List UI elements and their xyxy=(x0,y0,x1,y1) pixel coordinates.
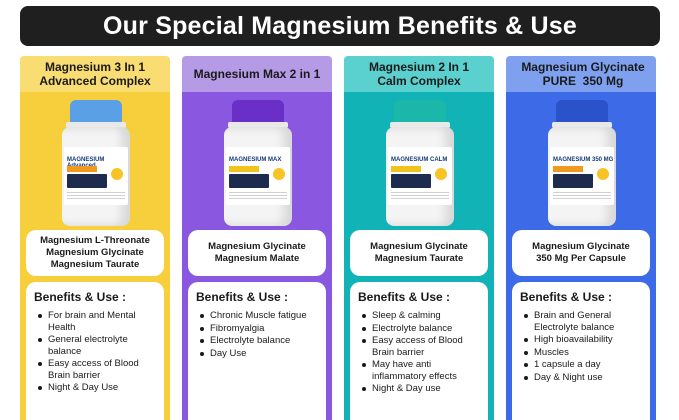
benefits-title: Benefits & Use : xyxy=(196,290,289,304)
ingredient-name: Magnesium L-Threonate xyxy=(40,235,150,246)
product-heading-line: Magnesium 2 In 1 xyxy=(368,60,470,74)
product-heading-line: Magnesium 3 In 1 xyxy=(44,60,146,74)
bottle-badge-icon xyxy=(110,167,124,181)
ingredient-name: Magnesium Glycinate xyxy=(208,241,306,252)
benefits-box: Benefits & Use : For brain and Mental He… xyxy=(26,282,164,420)
bottle-label-title: MAGNESIUM 350 MG xyxy=(553,157,614,163)
benefit-item: For brain and Mental Health xyxy=(38,310,156,333)
benefit-item: Night & Day Use xyxy=(38,382,156,394)
product-heading: Magnesium Max 2 in 1 xyxy=(182,56,332,92)
benefit-item: Electrolyte balance xyxy=(362,323,480,335)
ingredient-name: Magnesium Glycinate xyxy=(46,247,144,258)
benefits-box: Benefits & Use : Brain and General Elect… xyxy=(512,282,650,420)
benefit-item: Easy access of Blood Brain barrier xyxy=(362,335,480,358)
ingredient-name: Magnesium Taurate xyxy=(50,259,140,270)
ingredient-names: Magnesium Glycinate 350 Mg Per Capsule xyxy=(512,230,650,276)
product-heading: Magnesium 2 In 1 Calm Complex xyxy=(344,56,494,92)
ingredient-names: Magnesium Glycinate Magnesium Malate xyxy=(188,230,326,276)
bottle-label-title: MAGNESIUM CALM xyxy=(391,157,448,163)
ingredient-names: Magnesium L-Threonate Magnesium Glycinat… xyxy=(26,230,164,276)
benefits-title: Benefits & Use : xyxy=(358,290,451,304)
product-heading-line: Magnesium Glycinate xyxy=(521,60,645,74)
bottle-cap xyxy=(556,100,608,124)
product-heading-line: Advanced Complex xyxy=(39,74,151,88)
benefits-box: Benefits & Use : Chronic Muscle fatigue … xyxy=(188,282,326,420)
benefit-item: Electrolyte balance xyxy=(200,335,318,347)
bottle-badge-icon xyxy=(434,167,448,181)
benefit-item: Brain and General Electrolyte balance xyxy=(524,310,642,333)
bottle-label-stripe xyxy=(67,166,97,172)
product-column-calm: Magnesium 2 In 1 Calm Complex MAGNESIUM … xyxy=(344,56,494,420)
page-title: Our Special Magnesium Benefits & Use xyxy=(103,11,577,40)
benefit-item: Day Use xyxy=(200,348,318,360)
benefits-title: Benefits & Use : xyxy=(34,290,127,304)
benefit-item: Fibromyalgia xyxy=(200,323,318,335)
product-column-3in1: Magnesium 3 In 1 Advanced Complex MAGNES… xyxy=(20,56,170,420)
product-column-glycinate-pure: Magnesium Glycinate PURE 350 Mg MAGNESIU… xyxy=(506,56,656,420)
benefit-item: 1 capsule a day xyxy=(524,359,642,371)
ingredient-name: 350 Mg Per Capsule xyxy=(536,253,626,264)
ingredient-name: Magnesium Malate xyxy=(214,253,300,264)
product-heading-line: Calm Complex xyxy=(377,74,461,88)
ingredient-name: Magnesium Glycinate xyxy=(370,241,468,252)
benefit-item: Day & Night use xyxy=(524,372,642,384)
benefit-item: Easy access of Blood Brain barrier xyxy=(38,358,156,381)
bottle-badge-icon xyxy=(596,167,610,181)
benefits-title: Benefits & Use : xyxy=(520,290,613,304)
product-heading-line: PURE 350 Mg xyxy=(542,74,624,88)
bottle-cap xyxy=(70,100,122,124)
product-column-max: Magnesium Max 2 in 1 MAGNESIUM MAX Magne… xyxy=(182,56,332,420)
product-bottle-image: MAGNESIUM CALM xyxy=(384,100,456,226)
product-bottle-image: MAGNESIUM 350 MG xyxy=(546,100,618,226)
product-bottle-image: MAGNESIUM Advanced xyxy=(60,100,132,226)
bottle-label-stripe xyxy=(553,166,583,172)
page-title-banner: Our Special Magnesium Benefits & Use xyxy=(20,6,660,46)
benefit-item: Sleep & calming xyxy=(362,310,480,322)
benefit-item: General electrolyte balance xyxy=(38,334,156,357)
benefit-item: Chronic Muscle fatigue xyxy=(200,310,318,322)
bottle-label-stripe xyxy=(391,166,421,172)
benefit-item: Muscles xyxy=(524,347,642,359)
product-heading: Magnesium Glycinate PURE 350 Mg xyxy=(506,56,656,92)
product-bottle-image: MAGNESIUM MAX xyxy=(222,100,294,226)
benefit-item: Night & Day use xyxy=(362,383,480,395)
benefits-box: Benefits & Use : Sleep & calming Electro… xyxy=(350,282,488,420)
benefit-item: May have anti inflammatory effects xyxy=(362,359,480,382)
bottle-badge-icon xyxy=(272,167,286,181)
ingredient-name: Magnesium Glycinate xyxy=(532,241,630,252)
bottle-label-title: MAGNESIUM MAX xyxy=(229,157,282,163)
product-heading: Magnesium 3 In 1 Advanced Complex xyxy=(20,56,170,92)
ingredient-names: Magnesium Glycinate Magnesium Taurate xyxy=(350,230,488,276)
product-heading-line: Magnesium Max 2 in 1 xyxy=(193,67,321,81)
ingredient-name: Magnesium Taurate xyxy=(374,253,464,264)
bottle-cap xyxy=(232,100,284,124)
bottle-cap xyxy=(394,100,446,124)
bottle-label-stripe xyxy=(229,166,259,172)
benefit-item: High bioavailability xyxy=(524,334,642,346)
